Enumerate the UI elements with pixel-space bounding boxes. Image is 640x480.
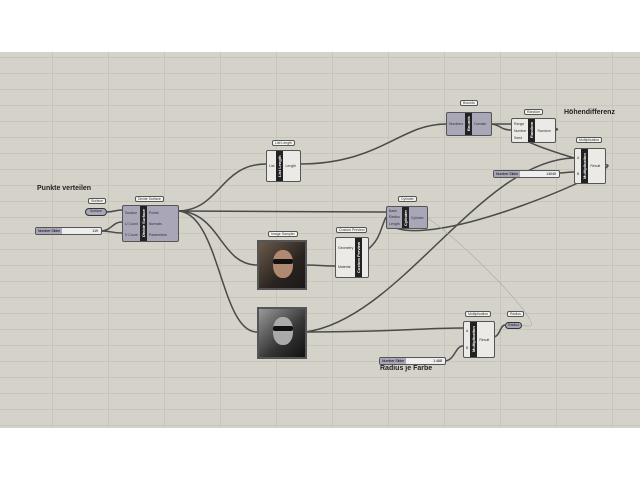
input-seed[interactable]: Seed — [514, 135, 523, 140]
slider-label: Number Slider — [36, 228, 63, 234]
image-sampler-grayscale[interactable] — [257, 307, 307, 359]
radius-tag: Radius — [507, 311, 524, 317]
output-parameters[interactable]: Parameters — [148, 232, 167, 237]
input-u[interactable]: U Count — [125, 221, 138, 226]
input-b[interactable]: B — [466, 345, 469, 350]
slider-label: Number Slider — [494, 171, 521, 177]
output-domain[interactable]: Domain — [474, 122, 487, 126]
input-length[interactable]: Length — [389, 221, 400, 226]
component-name: Multiplication — [581, 149, 589, 183]
image-sampler-tag: Image Sampler — [268, 231, 298, 237]
component-name: Divide Surface — [139, 206, 147, 241]
cylinder-tag: Cylinder — [398, 196, 417, 202]
output-cylinder[interactable]: Cylinder — [410, 215, 424, 220]
mult1-tag: Multiplication — [576, 137, 603, 143]
input-list[interactable]: List — [269, 164, 275, 168]
component-name: Custom Preview — [355, 238, 363, 277]
output-normals[interactable]: Normals — [148, 221, 162, 226]
input-numbers[interactable]: Numbers — [449, 122, 464, 126]
input-a[interactable]: A — [466, 329, 469, 334]
surface-param[interactable]: Surface — [85, 208, 107, 216]
output-result[interactable]: Result — [590, 164, 601, 168]
bounds-component[interactable]: Numbers Bounds Domain — [446, 112, 492, 136]
input-material[interactable]: Material — [338, 264, 351, 269]
component-name: Random — [528, 119, 536, 142]
multiplication-component[interactable]: A B Multiplication Result — [574, 148, 606, 184]
bounds-tag: Bounds — [460, 100, 478, 106]
slider-value: 119 — [92, 229, 98, 233]
output-length[interactable]: Length — [285, 164, 297, 168]
mult2-tag: Multiplication — [465, 311, 492, 317]
number-slider-radius[interactable]: Number Slider 1.468 — [379, 357, 446, 365]
number-slider-height[interactable]: Number Slider 14045 — [493, 170, 560, 178]
portrait-face — [273, 250, 293, 278]
group-label-punkte: Punkte verteilen — [37, 185, 92, 192]
output-points[interactable]: Points — [148, 210, 159, 215]
component-name: Cylinder — [401, 207, 409, 228]
component-name: Multiplication — [470, 322, 478, 357]
component-name: List Length — [276, 151, 284, 181]
radius-param[interactable]: Radius — [505, 322, 522, 329]
slider-value: 1.468 — [433, 359, 442, 363]
input-number[interactable]: Number — [514, 128, 527, 133]
grasshopper-canvas[interactable] — [0, 52, 640, 428]
list-length-tag: List Length — [272, 140, 296, 146]
group-label-hoehe: Höhendifferenz — [564, 109, 615, 116]
slider-label: Number Slider — [380, 358, 407, 364]
sunglasses — [273, 326, 293, 331]
image-sampler-color[interactable] — [257, 240, 307, 290]
input-a[interactable]: A — [577, 156, 580, 160]
group-label-radius: Radius je Farbe — [380, 365, 433, 372]
divide-surface-tag: Divide Surface — [135, 196, 164, 202]
sunglasses — [273, 259, 293, 264]
number-slider-count[interactable]: Number Slider 119 — [35, 227, 102, 235]
portrait-face — [273, 317, 293, 345]
divide-surface-component[interactable]: Surface U Count V Count Divide Surface Poi… — [122, 205, 179, 242]
input-v[interactable]: V Count — [125, 232, 138, 237]
input-radius[interactable]: Radius — [389, 215, 400, 220]
input-geometry[interactable]: Geometry — [338, 246, 354, 251]
input-base[interactable]: Base — [389, 209, 397, 214]
random-tag: Random — [524, 109, 544, 115]
slider-value: 14045 — [546, 172, 556, 176]
surface-tag: Surface — [88, 198, 107, 204]
input-range[interactable]: Range — [514, 121, 525, 126]
input-b[interactable]: B — [577, 172, 580, 176]
list-length-component[interactable]: List List Length Length — [266, 150, 301, 182]
output-random[interactable]: Random — [537, 128, 551, 133]
component-name: Bounds — [465, 113, 473, 135]
input-surface[interactable]: Surface — [125, 210, 138, 215]
output-result[interactable]: Result — [479, 337, 490, 342]
custom-preview-tag: Custom Preview — [336, 227, 368, 233]
multiplication-component-2[interactable]: A B Multiplication Result — [463, 321, 495, 358]
